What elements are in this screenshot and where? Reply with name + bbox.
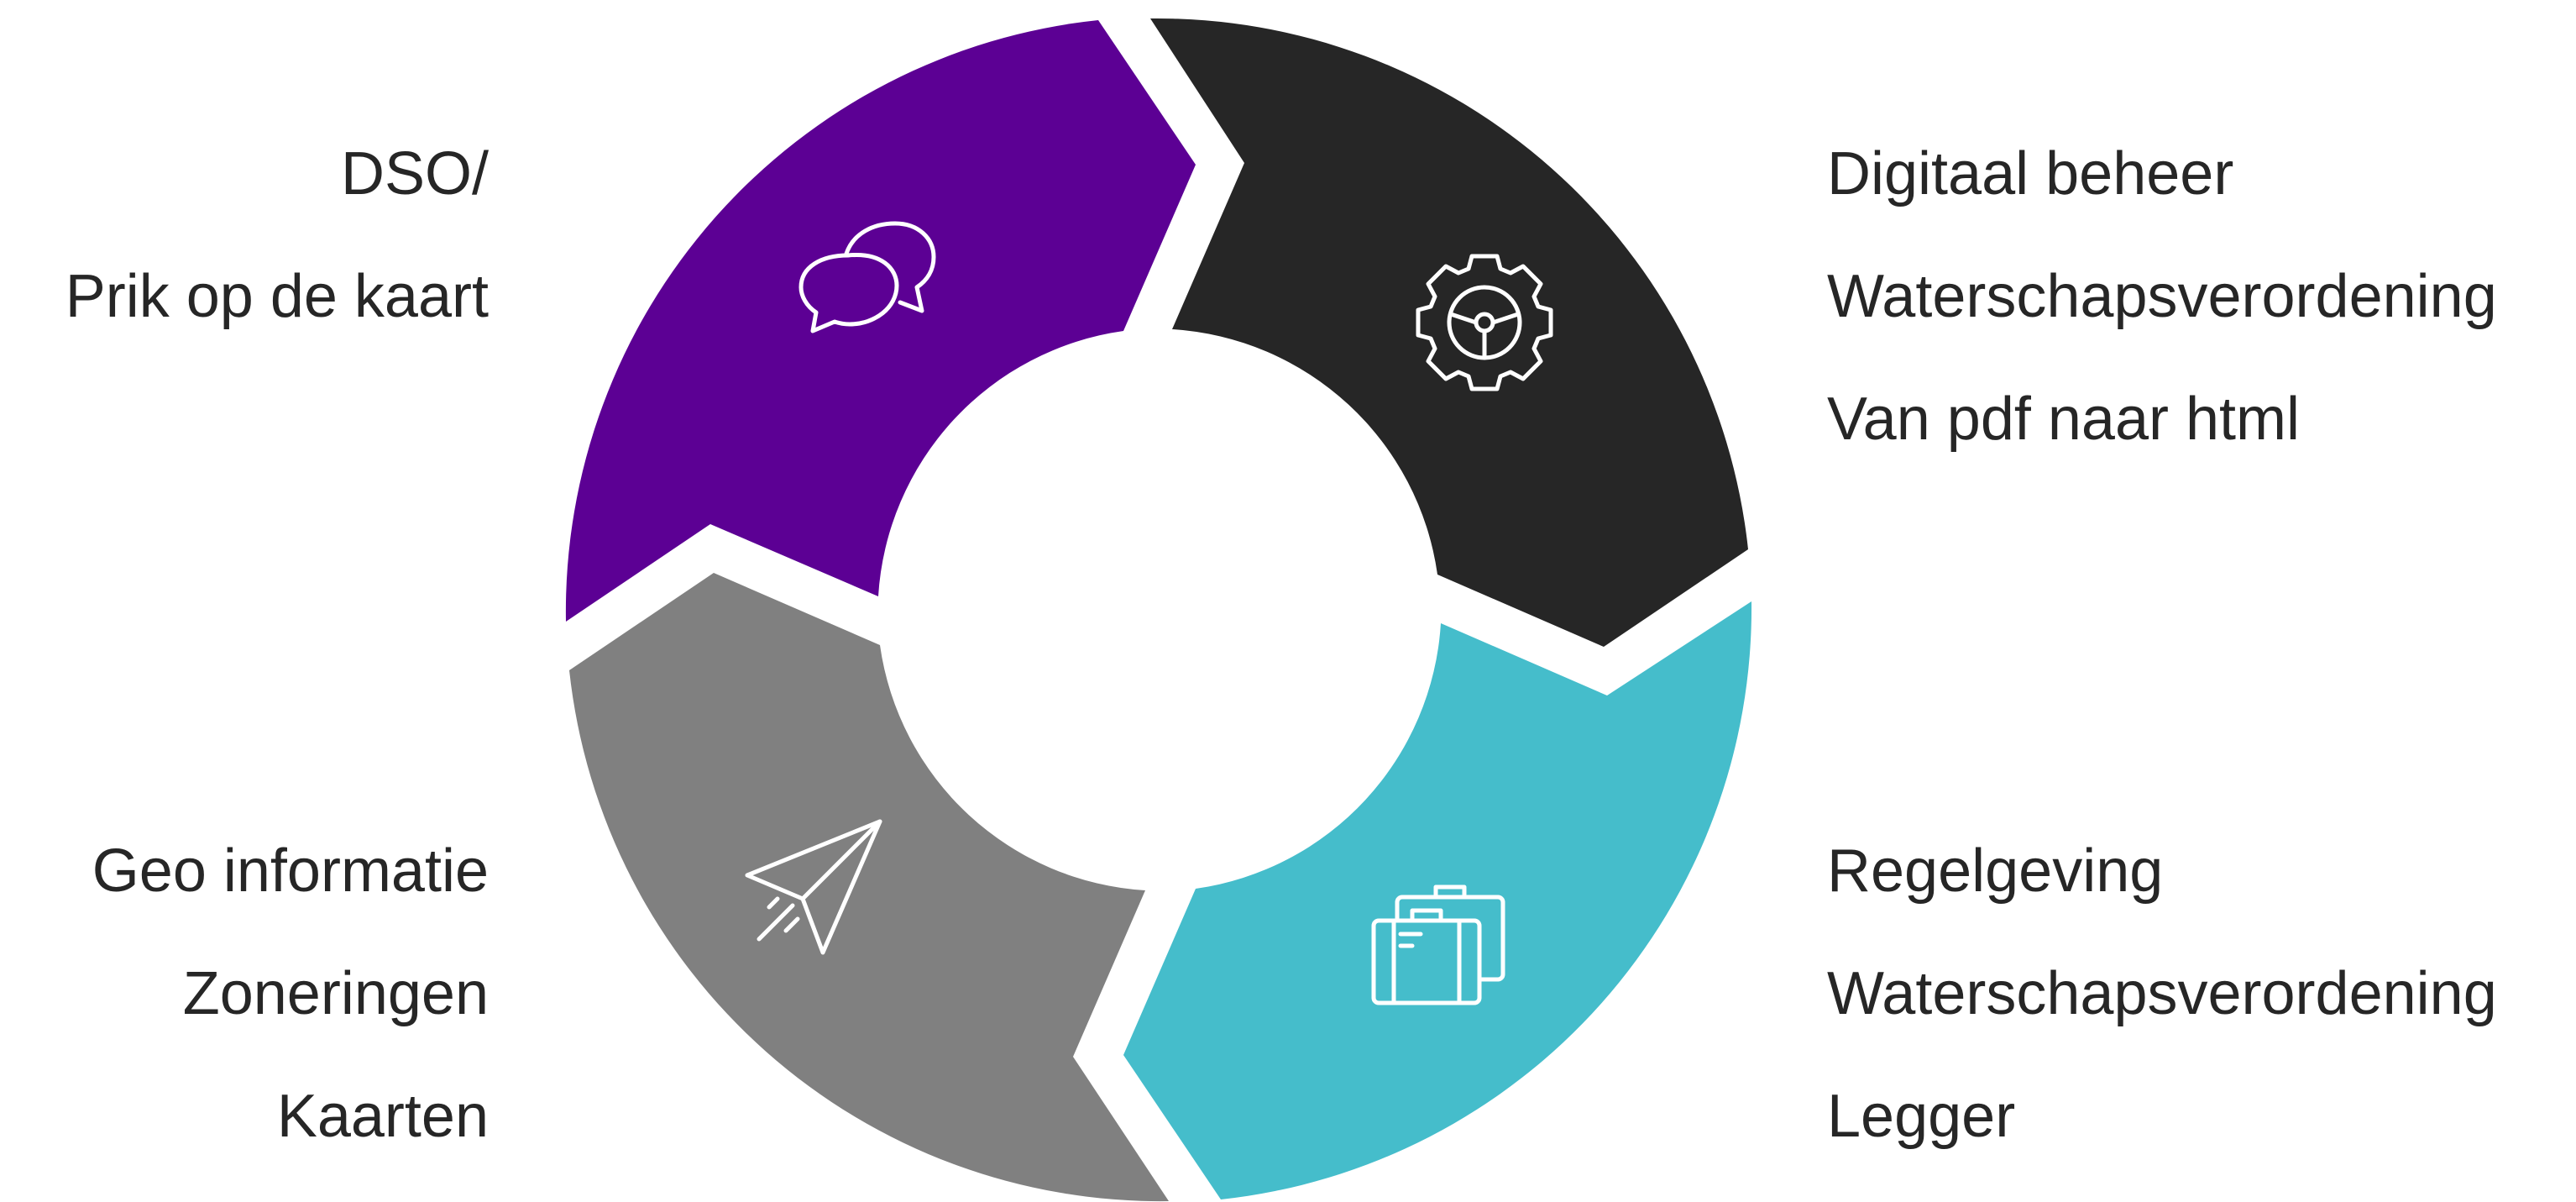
label-geo-informatie: Geo informatie — [92, 837, 489, 905]
label-dso: DSO/ — [340, 140, 489, 207]
label-regelgeving: Regelgeving — [1827, 837, 2164, 905]
gear-icon — [1416, 254, 1553, 391]
labels-bottom-left: Geo informatie Zoneringen Kaarten — [92, 810, 489, 1178]
segment-bottom-left — [569, 573, 1169, 1202]
segment-top-left — [565, 20, 1196, 622]
label-legger: Legger — [1827, 1083, 2016, 1150]
paper-plane-icon — [745, 819, 882, 955]
segment-bottom-right — [1123, 601, 1752, 1199]
label-kaarten: Kaarten — [276, 1083, 489, 1150]
labels-top-left: DSO/ Prik op de kaart — [65, 113, 489, 358]
label-zoneringen: Zoneringen — [182, 960, 489, 1027]
label-van-pdf-naar-html: Van pdf naar html — [1827, 386, 2300, 453]
label-waterschapsverordening-bottom: Waterschapsverordening — [1827, 960, 2497, 1027]
label-waterschapsverordening-top: Waterschapsverordening — [1827, 263, 2497, 330]
labels-top-right: Digitaal beheer Waterschapsverordening V… — [1827, 113, 2497, 480]
labels-bottom-right: Regelgeving Waterschapsverordening Legge… — [1827, 810, 2497, 1178]
label-digitaal-beheer: Digitaal beheer — [1827, 140, 2234, 207]
label-prik-op-de-kaart: Prik op de kaart — [65, 263, 489, 330]
suitcases-icon — [1371, 884, 1505, 1005]
chat-bubbles-icon — [798, 221, 936, 333]
